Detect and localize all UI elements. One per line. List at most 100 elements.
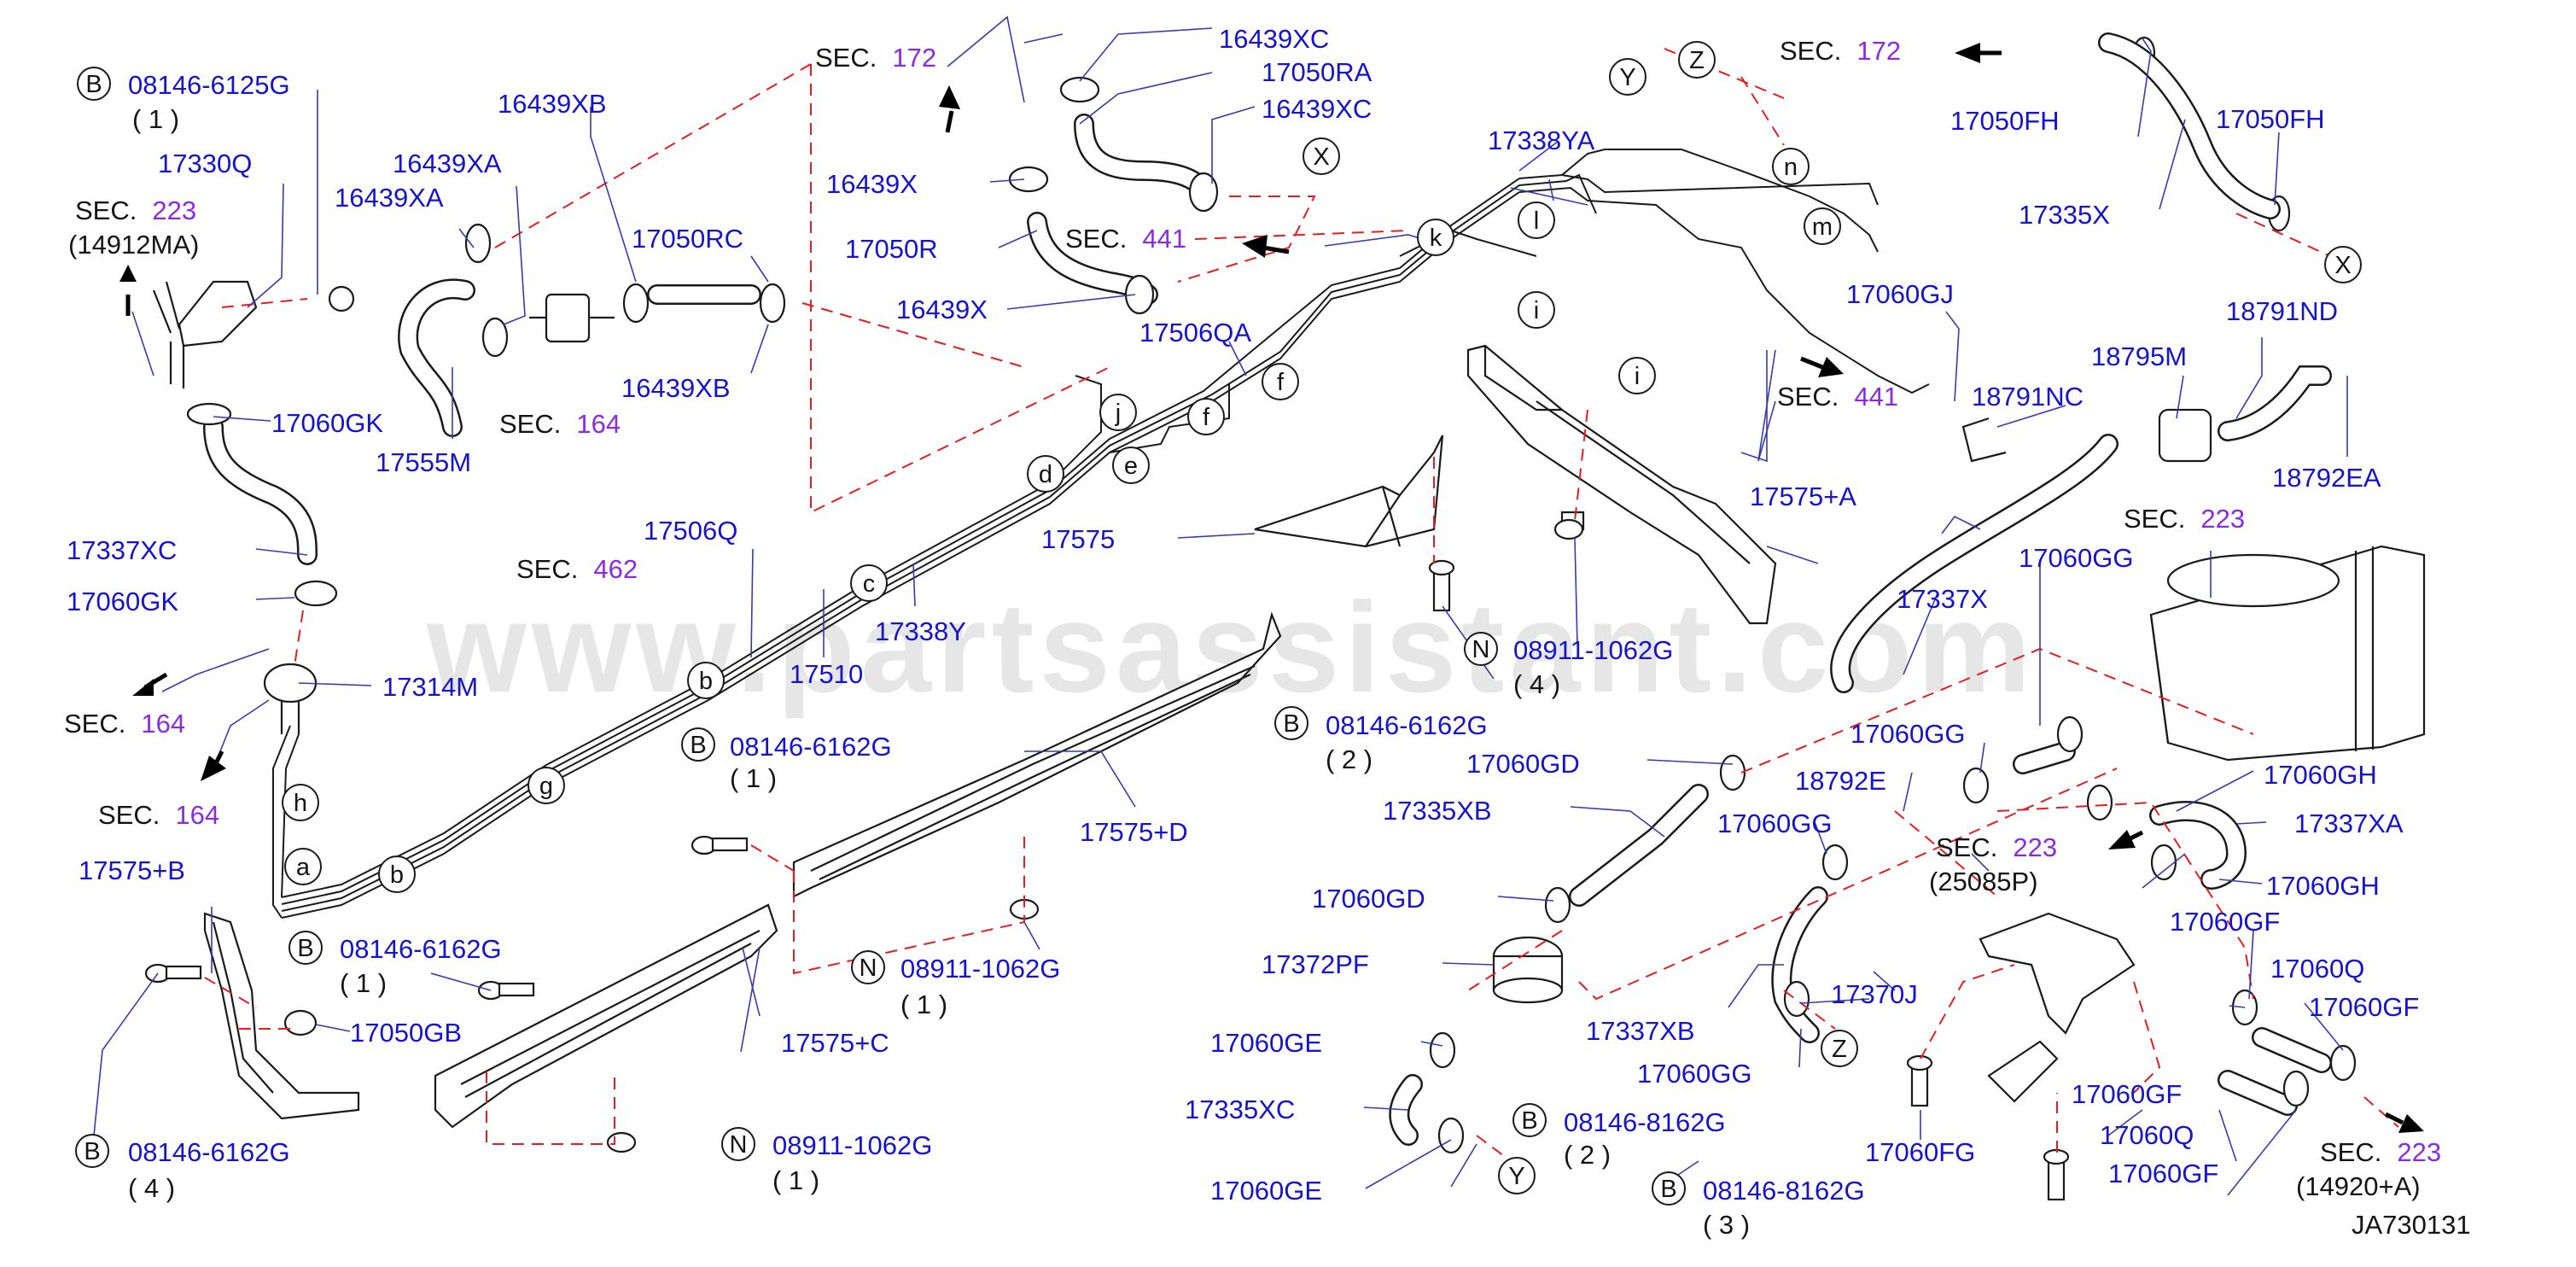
part-label: 08911-1062G (900, 954, 1060, 984)
part-label: 17335XB (1383, 796, 1492, 826)
part-label: 17060GF (2108, 1159, 2218, 1188)
quantity: ( 4 ) (128, 1173, 175, 1203)
section-ref: SEC.441 (1065, 224, 1186, 254)
quantity: ( 1 ) (132, 104, 179, 134)
svg-text:X: X (2334, 252, 2351, 279)
part-label: 17575 (1041, 524, 1115, 554)
callout-b: B (681, 727, 715, 762)
quantity-labels: ( 1 ) ( 1 ) ( 4 ) ( 1 ) ( 1 ) ( 1 ) ( 4 … (128, 104, 1750, 1240)
svg-text:B: B (297, 935, 313, 962)
callout-i: i (1518, 291, 1555, 329)
part-labels: 08146-6125G 17330Q 16439XB 16439XA 16439… (67, 24, 2419, 1206)
part-label: 17337XC (67, 535, 177, 565)
part-label: 17575+D (1080, 817, 1188, 847)
svg-text:Z: Z (1832, 1036, 1847, 1063)
part-label: 17050RA (1262, 57, 1373, 87)
part-label: 08146-6162G (1326, 710, 1488, 740)
svg-text:B: B (690, 732, 706, 759)
part-label: 17060GG (1717, 809, 1832, 838)
part-label: 17330Q (158, 149, 252, 178)
drawing-code: JA730131 (2352, 1210, 2471, 1240)
callout-f: f (1187, 398, 1225, 435)
section-references: SEC.223 SEC.164 SEC.164 SEC.164 SEC.172 … (64, 36, 2441, 1201)
part-label: 17060GK (67, 587, 178, 616)
part-label: 08146-6162G (128, 1137, 290, 1167)
callout-circles: B B B B N N N B B B Y Z X X Z Y a b h g … (75, 41, 2362, 1206)
part-label: 08146-8162G (1703, 1176, 1865, 1206)
quantity: ( 1 ) (340, 968, 387, 998)
part-label: 18791ND (2226, 296, 2338, 326)
part-label: 16439XA (335, 183, 444, 213)
callout-d: d (1027, 455, 1064, 493)
part-label: 17060GG (1850, 719, 1965, 749)
svg-text:d: d (1039, 461, 1052, 488)
part-label: 17050FH (2216, 104, 2325, 134)
svg-text:B: B (85, 71, 102, 98)
callout-h: h (282, 784, 319, 821)
callout-b: B (288, 931, 323, 965)
svg-text:j: j (1115, 400, 1121, 427)
part-label: 17335XC (1185, 1095, 1295, 1124)
part-label: 16439X (896, 295, 988, 324)
svg-text:g: g (539, 773, 553, 800)
part-label: 17050GB (350, 1018, 462, 1048)
part-label: 17050RC (632, 224, 743, 254)
section-ref: SEC.223 (75, 196, 196, 225)
callout-z: Z (1821, 1030, 1858, 1067)
callout-b: B (77, 67, 111, 101)
svg-text:f: f (1203, 404, 1210, 431)
svg-text:N: N (730, 1131, 748, 1159)
part-label: 17337X (1897, 584, 1988, 614)
callout-n: N (1464, 632, 1498, 666)
part-label: 17060GF (2309, 992, 2419, 1022)
svg-text:i: i (1635, 363, 1640, 390)
section-ref: SEC.172 (815, 43, 936, 73)
part-label: 17050R (845, 234, 938, 264)
section-ref: SEC.462 (516, 554, 638, 584)
part-label: 17060GF (2072, 1079, 2182, 1109)
part-label: 17060FG (1865, 1137, 1975, 1167)
part-label: 17060GH (2266, 871, 2380, 901)
callout-b: B (1274, 706, 1308, 740)
callout-n: N (721, 1127, 755, 1161)
callout-i: i (1618, 357, 1656, 394)
part-label: 17060GD (1466, 749, 1580, 779)
callout-y: Y (1609, 58, 1646, 96)
part-label: 17060Q (2270, 954, 2364, 984)
svg-text:m: m (1812, 213, 1833, 241)
part-label: 16439XB (621, 373, 731, 403)
callout-b: B (1652, 1171, 1686, 1206)
top-center-hoses (1008, 76, 1219, 315)
callout-m: m (1804, 207, 1841, 245)
svg-text:Y: Y (1508, 1163, 1524, 1190)
svg-text:B: B (84, 1138, 100, 1165)
svg-text:a: a (296, 854, 311, 881)
part-label: 17510 (790, 659, 863, 689)
part-label: 17335X (2019, 200, 2110, 230)
section-ref: SEC.164 (499, 409, 621, 439)
part-label: 16439XC (1262, 94, 1372, 124)
fuel-filter-assembly (398, 223, 786, 437)
part-label: 16439XB (498, 89, 607, 119)
part-label: 08146-6162G (340, 934, 502, 964)
part-label: 08911-1062G (1513, 635, 1673, 665)
part-label: 17575+A (1750, 482, 1856, 511)
part-label: 16439X (826, 169, 918, 199)
quantity: ( 2 ) (1564, 1140, 1611, 1170)
left-vent-assembly (152, 280, 355, 734)
part-label: 17337XB (1586, 1016, 1695, 1046)
part-label: 17060GE (1210, 1028, 1322, 1058)
svg-text:f: f (1277, 369, 1285, 396)
callout-n: N (851, 950, 885, 984)
quantity: ( 3 ) (1703, 1210, 1750, 1240)
part-label: 17060GG (2019, 543, 2133, 573)
callout-z: Z (1678, 41, 1716, 79)
callout-f: f (1262, 363, 1299, 400)
svg-text:b: b (390, 861, 404, 889)
callout-x: X (1303, 137, 1340, 175)
quantity: ( 1 ) (772, 1165, 819, 1195)
part-label: 17575+B (79, 855, 185, 885)
watermark: www.partsassistant.com (426, 575, 2036, 719)
brackets (203, 344, 1777, 1129)
